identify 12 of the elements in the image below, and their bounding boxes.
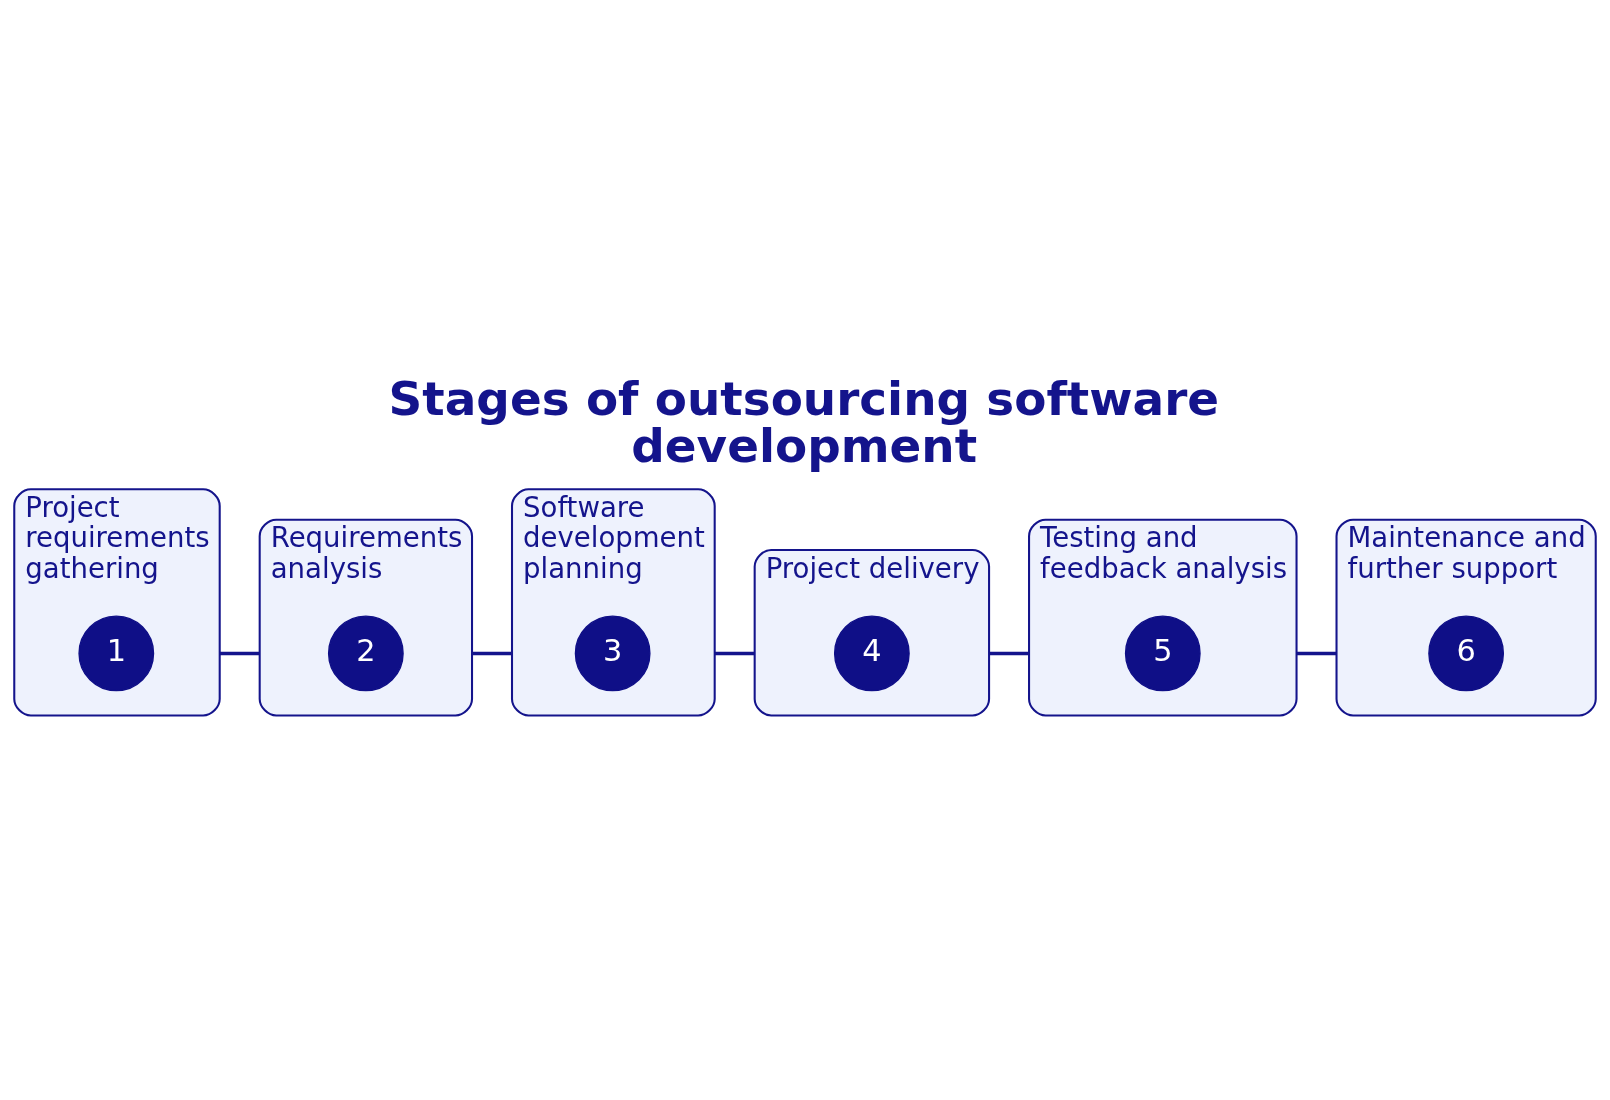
connector [714, 651, 755, 656]
connector [989, 651, 1030, 656]
connector [1296, 651, 1337, 656]
node-circle: 6 [1428, 615, 1505, 692]
diagram-title: Stages of outsourcing software development [388, 371, 1220, 474]
node-circle: 1 [78, 615, 155, 692]
node-circle: 5 [1124, 615, 1201, 692]
connector [472, 651, 512, 656]
connector [219, 651, 260, 656]
node-circle: 3 [574, 615, 651, 692]
node-circle: 2 [327, 615, 404, 692]
node-circle: 4 [833, 615, 910, 692]
